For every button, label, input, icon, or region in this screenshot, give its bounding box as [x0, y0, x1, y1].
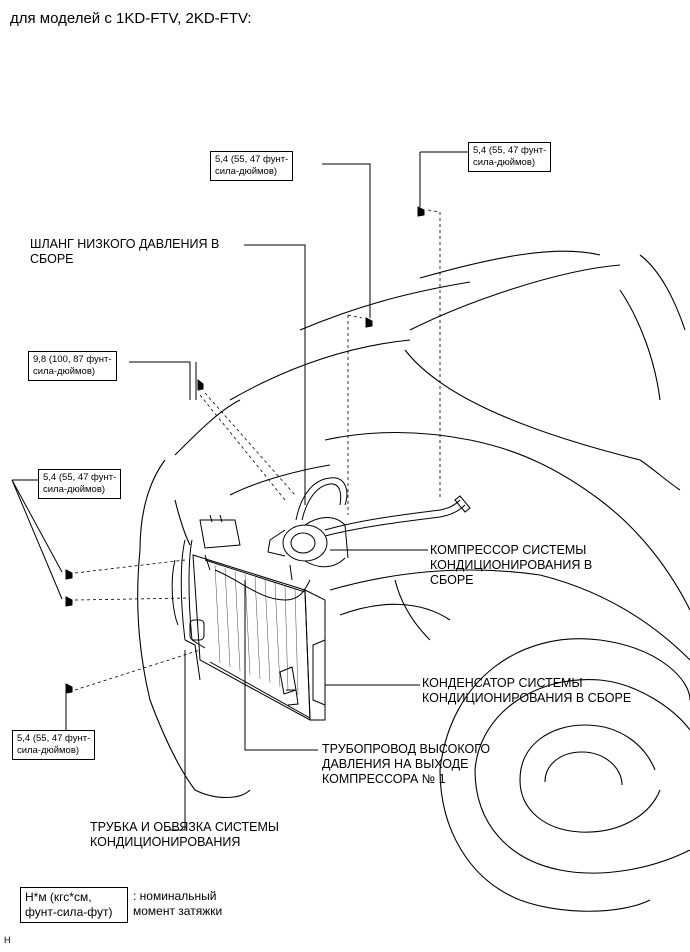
- front-wheel-outline: [439, 638, 690, 912]
- torque-value: 9,8 (100, 87 фунт-: [33, 354, 112, 365]
- label-line: СБОРЕ: [430, 573, 474, 587]
- label-line: КОНДИЦИОНИРОВАНИЯ В СБОРЕ: [422, 691, 632, 705]
- installation-dashed-lines: [74, 209, 441, 691]
- leader-lines: [11, 151, 468, 831]
- torque-value: 5,4 (55, 47 фунт-: [473, 145, 547, 156]
- torque-spec-box: 9,8 (100, 87 фунт- сила-дюймов): [28, 351, 117, 381]
- figure-code: H: [4, 935, 11, 945]
- label-line: КОНДИЦИОНИРОВАНИЯ: [90, 835, 241, 849]
- legend-description-line: : номинальный: [133, 889, 217, 903]
- condenser-assembly: [192, 554, 326, 721]
- torque-unit: сила-дюймов): [33, 366, 96, 377]
- ac-tube-accessory: [171, 514, 241, 681]
- label-line: КОМПРЕССОРА № 1: [322, 772, 446, 786]
- legend-unit-box: Н*м (кгс*см, фунт-сила-фут): [20, 887, 128, 923]
- torque-spec-box: 5,4 (55, 47 фунт- сила-дюймов): [38, 469, 122, 499]
- discharge-pipe: [214, 495, 471, 601]
- label-line: СБОРЕ: [30, 252, 74, 266]
- vehicle-body-outline: [137, 250, 690, 799]
- legend-unit-line: Н*м (кгс*см,: [25, 890, 92, 904]
- torque-value: 5,4 (55, 47 фунт-: [215, 154, 289, 165]
- torque-value: 5,4 (55, 47 фунт-: [43, 472, 117, 483]
- low-pressure-hose: [295, 477, 348, 521]
- label-line: КОМПРЕССОР СИСТЕМЫ: [430, 543, 587, 557]
- torque-spec-box: 5,4 (55, 47 фунт- сила-дюймов): [210, 151, 294, 181]
- torque-unit: сила-дюймов): [473, 157, 536, 168]
- label-line: КОНДЕНСАТОР СИСТЕМЫ: [422, 676, 583, 690]
- legend-description-line: момент затяжки: [133, 904, 223, 918]
- torque-unit: сила-дюймов): [17, 745, 80, 756]
- label-line: КОНДИЦИОНИРОВАНИЯ В: [430, 558, 593, 572]
- label-low-pressure-hose: ШЛАНГ НИЗКОГО ДАВЛЕНИЯ В СБОРЕ: [30, 237, 219, 267]
- label-line: ШЛАНГ НИЗКОГО ДАВЛЕНИЯ В: [30, 237, 220, 251]
- label-compressor: КОМПРЕССОР СИСТЕМЫ КОНДИЦИОНИРОВАНИЯ В С…: [430, 543, 592, 588]
- torque-unit: сила-дюймов): [215, 166, 278, 177]
- torque-spec-box: 5,4 (55, 47 фунт- сила-дюймов): [12, 730, 96, 760]
- label-line: ТРУБОПРОВОД ВЫСОКОГО: [322, 742, 491, 756]
- torque-value: 5,4 (55, 47 фунт-: [17, 733, 91, 744]
- torque-unit: сила-дюймов): [43, 484, 106, 495]
- page-title: для моделей с 1KD-FTV, 2KD-FTV:: [10, 10, 252, 27]
- label-line: ДАВЛЕНИЯ НА ВЫХОДЕ: [322, 757, 469, 771]
- torque-spec-box: 5,4 (55, 47 фунт- сила-дюймов): [468, 142, 552, 172]
- label-tube-accessory: ТРУБКА И ОБВЯЗКА СИСТЕМЫ КОНДИЦИОНИРОВАН…: [90, 820, 279, 850]
- label-condenser: КОНДЕНСАТОР СИСТЕМЫ КОНДИЦИОНИРОВАНИЯ В …: [422, 676, 631, 706]
- label-line: ТРУБКА И ОБВЯЗКА СИСТЕМЫ: [90, 820, 279, 834]
- condenser-fins: [214, 564, 299, 696]
- legend-unit-line: фунт-сила-фут): [25, 905, 113, 919]
- compressor-assembly: [267, 517, 349, 581]
- bolt-icons: [65, 206, 425, 694]
- legend-description: : номинальный момент затяжки: [133, 889, 222, 919]
- label-discharge-pipe: ТРУБОПРОВОД ВЫСОКОГО ДАВЛЕНИЯ НА ВЫХОДЕ …: [322, 742, 490, 787]
